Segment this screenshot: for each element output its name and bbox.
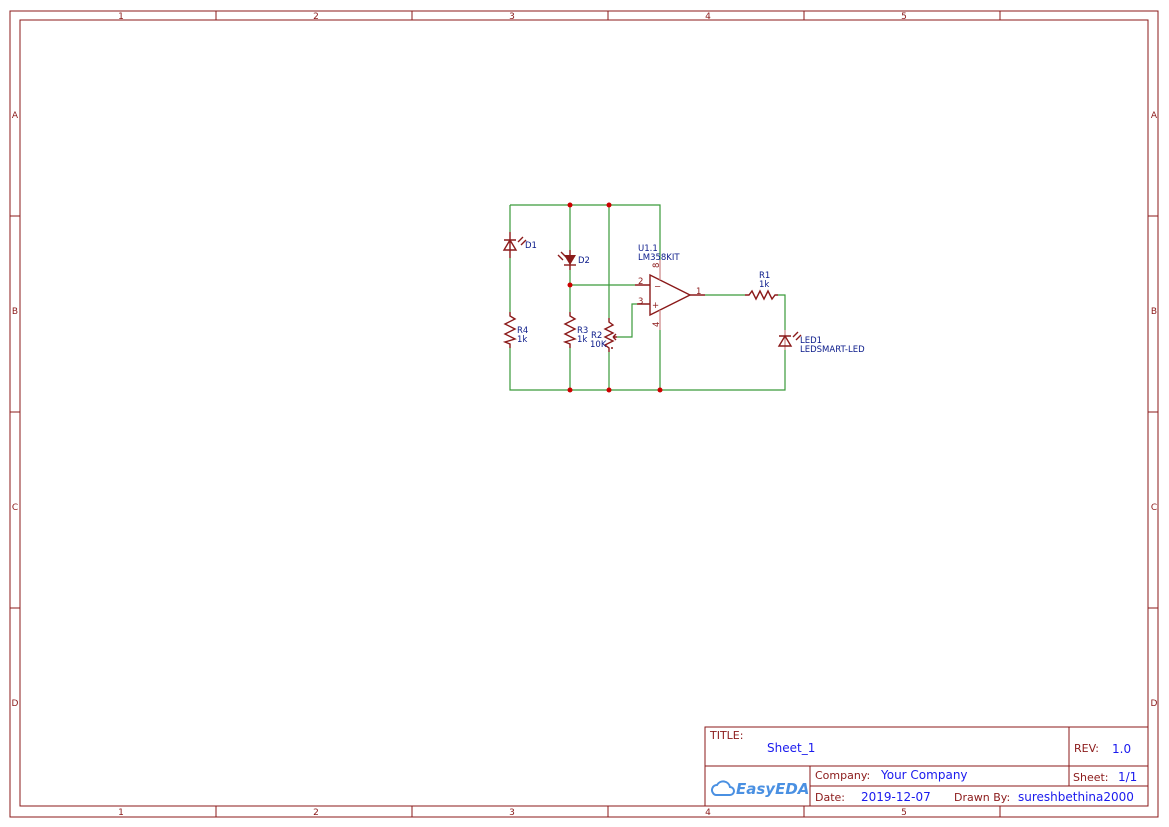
resistor-r3[interactable]: R3 1k: [562, 312, 588, 348]
column-label: 3: [509, 808, 515, 818]
column-label: 2: [313, 808, 319, 818]
row-label: A: [1151, 111, 1158, 121]
potentiometer-r2[interactable]: R2 10K: [590, 318, 617, 352]
drawn-by-label: Drawn By:: [954, 791, 1010, 804]
sheet-title: Sheet_1: [767, 741, 815, 755]
u1-ref: U1.1: [638, 244, 658, 254]
column-label: 1: [118, 12, 124, 22]
sheet-label: Sheet:: [1073, 771, 1109, 784]
u1-value: LM358KIT: [638, 253, 680, 263]
pin-8: 8: [652, 263, 662, 268]
company-label: Company:: [815, 769, 870, 782]
row-label: A: [12, 111, 19, 121]
sheet-value: 1/1: [1118, 770, 1137, 784]
date-label: Date:: [815, 791, 845, 804]
photodiode-d2[interactable]: D2: [557, 250, 590, 270]
column-label: 2: [313, 12, 319, 22]
date-value: 2019-12-07: [861, 790, 931, 804]
led-led1[interactable]: LED1 LEDSMART-LED: [777, 330, 865, 355]
r4-value: 1k: [517, 335, 527, 345]
led1-value: LEDSMART-LED: [800, 345, 865, 355]
company-value: Your Company: [880, 768, 968, 782]
row-label: D: [1151, 699, 1158, 709]
r1-value: 1k: [759, 280, 769, 290]
easyeda-logo: EasyEDA: [711, 780, 809, 798]
r4-ref: R4: [517, 326, 528, 336]
column-label: 5: [901, 12, 907, 22]
r1-ref: R1: [759, 271, 770, 281]
column-label: 4: [705, 12, 711, 22]
drawn-by-value: sureshbethina2000: [1018, 790, 1134, 804]
resistor-r1[interactable]: R1 1k: [745, 271, 778, 301]
row-label: D: [12, 699, 19, 709]
row-label: B: [12, 307, 18, 317]
wires: [509, 204, 786, 391]
column-label: 5: [901, 808, 907, 818]
column-label: 1: [118, 808, 124, 818]
plus-sign: +: [652, 301, 659, 311]
rev-label: REV:: [1074, 742, 1099, 755]
svg-text:EasyEDA: EasyEDA: [736, 780, 809, 798]
r2-ref: R2: [591, 331, 602, 341]
pin-4: 4: [652, 322, 662, 327]
row-label: C: [1151, 503, 1157, 513]
column-label: 3: [509, 12, 515, 22]
pin-1: 1: [696, 287, 701, 297]
title-block: TITLE: Sheet_1 REV: 1.0 EasyEDA Company:…: [704, 726, 1149, 807]
junctions: [567, 202, 663, 393]
title-label: TITLE:: [709, 729, 743, 742]
row-label: B: [1151, 307, 1157, 317]
pin-3: 3: [638, 297, 643, 307]
rev-value: 1.0: [1112, 742, 1131, 756]
r3-value: 1k: [577, 335, 587, 345]
d2-ref: D2: [578, 256, 590, 266]
column-label: 4: [705, 808, 711, 818]
led-d1[interactable]: D1: [502, 232, 537, 258]
resistor-r4[interactable]: R4 1k: [502, 312, 528, 348]
opamp-u1[interactable]: − + 2 3 1 8 4 U1.1 LM358KIT: [635, 244, 705, 330]
sheet-border: 1 2 3 4 5 1 2 3 4 5 A B C D A B C D: [9, 10, 1159, 818]
d1-ref: D1: [525, 241, 537, 251]
minus-sign: −: [654, 282, 661, 292]
led1-ref: LED1: [800, 336, 822, 346]
r2-value: 10K: [590, 340, 607, 350]
row-label: C: [12, 503, 18, 513]
pin-2: 2: [638, 277, 643, 287]
r3-ref: R3: [577, 326, 588, 336]
